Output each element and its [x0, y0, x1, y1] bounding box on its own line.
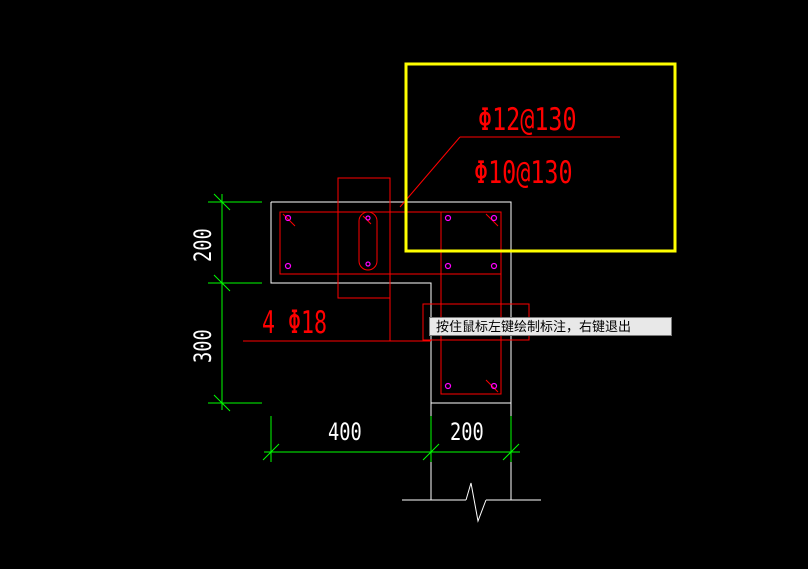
dim-left-upper: 200 [190, 228, 218, 262]
bar-points [284, 214, 498, 390]
selection-box[interactable] [404, 62, 677, 253]
command-prompt-tooltip: 按住鼠标左键绘制标注，右键退出 [429, 317, 672, 336]
dimension-lines [208, 193, 520, 462]
dim-left-lower: 300 [190, 329, 218, 363]
stirrup-spacing-label-2: Φ10@130 [474, 153, 573, 190]
dim-bottom-left: 400 [328, 419, 362, 447]
stirrup-spacing-label-1: Φ12@130 [478, 100, 577, 137]
main-bars-label: 4 Φ18 [262, 305, 327, 341]
dim-bottom-right: 200 [450, 419, 484, 447]
